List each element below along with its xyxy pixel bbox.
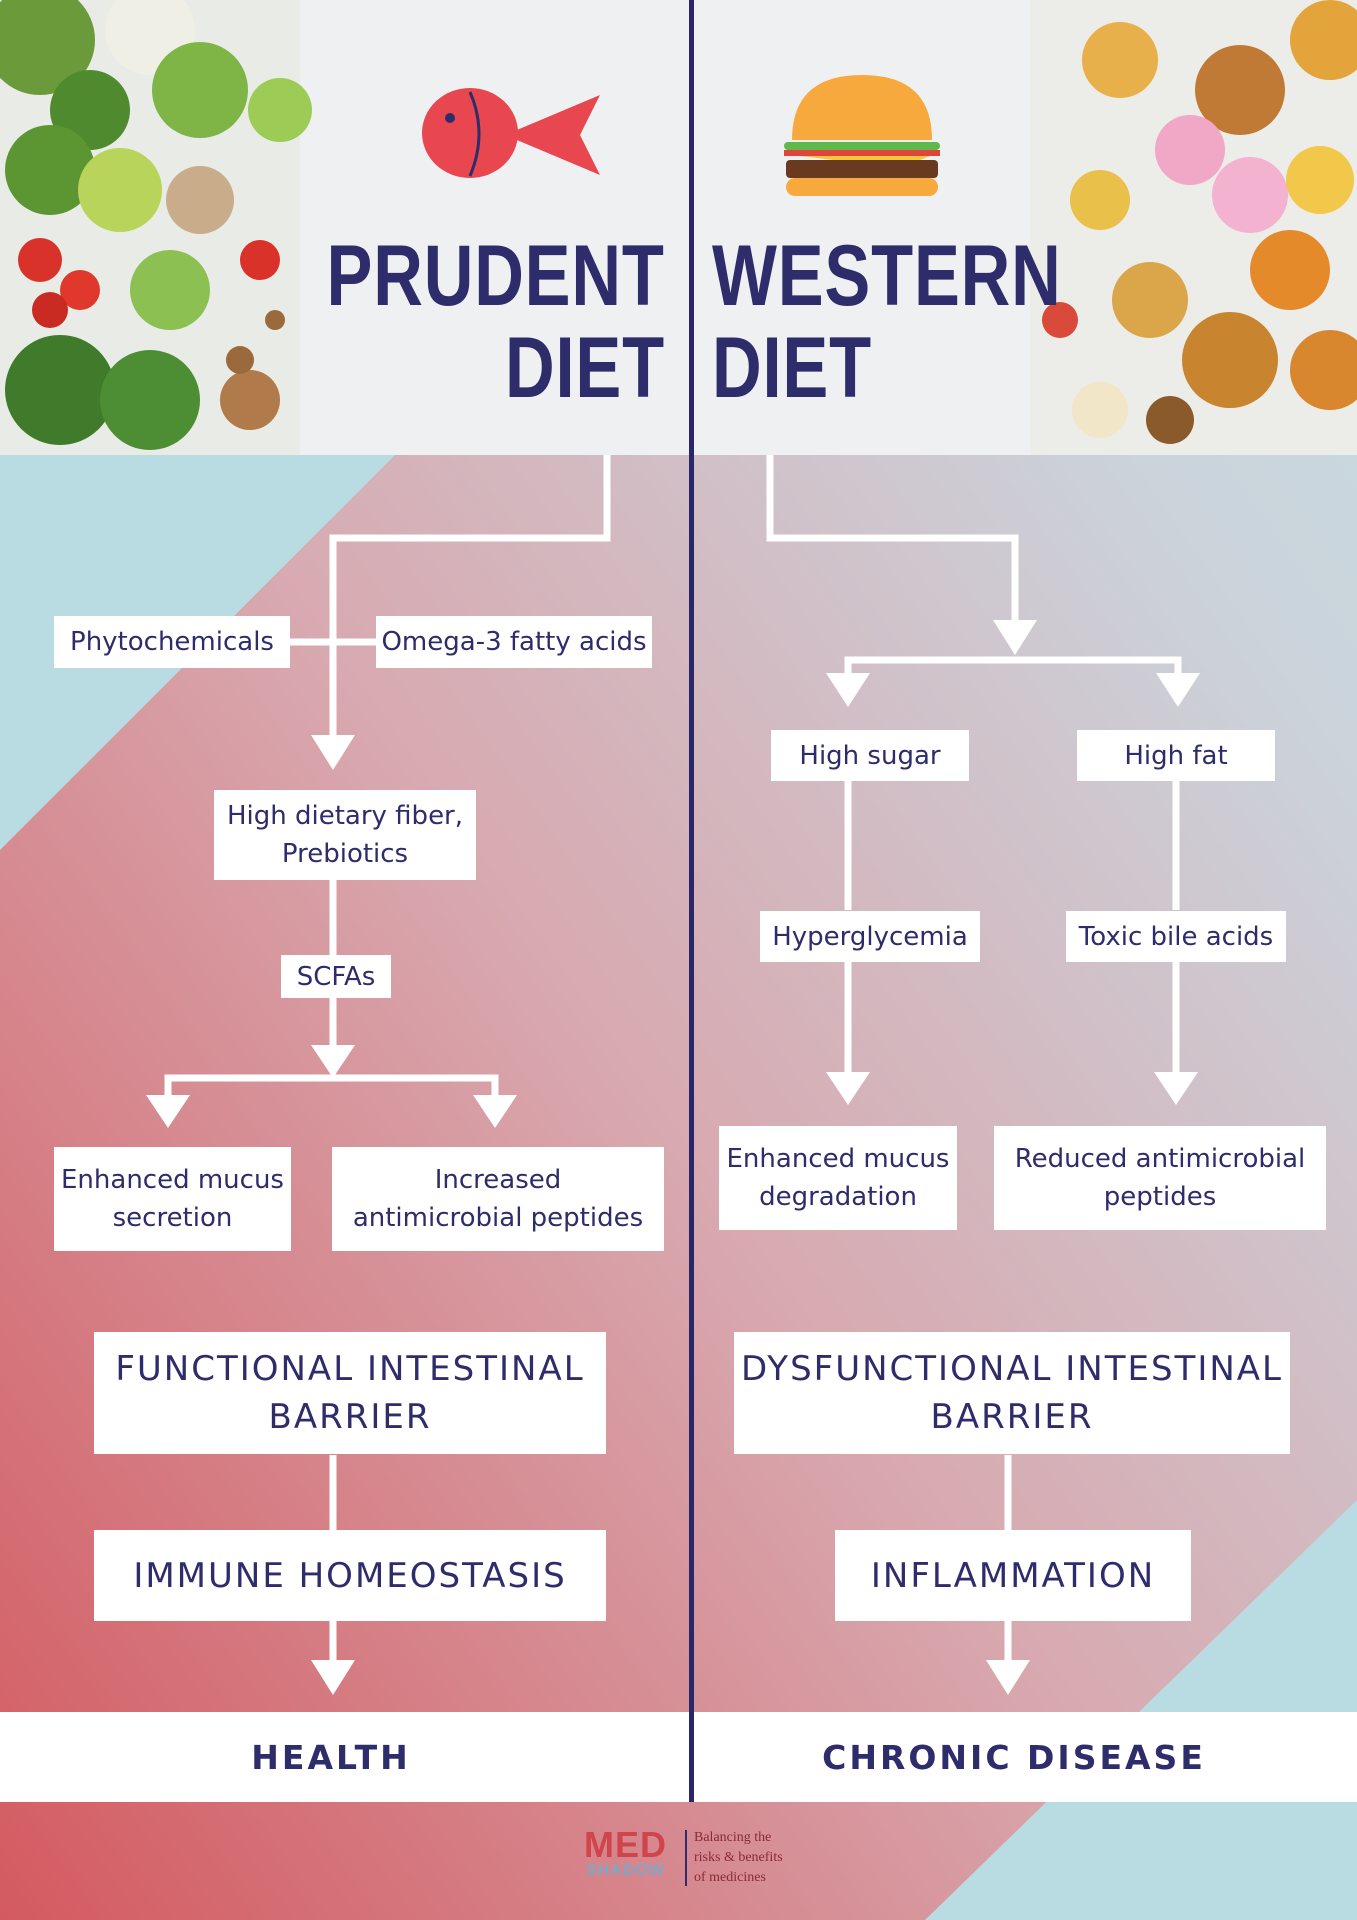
- outcome-band: [0, 1712, 1357, 1802]
- junk-food-image: [1030, 0, 1357, 455]
- hyperglycemia-label: Hyperglycemia: [772, 921, 968, 952]
- phytochemicals-box: Phytochemicals: [54, 616, 290, 668]
- outcome-chronic-disease: CHRONIC DISEASE: [822, 1737, 1206, 1777]
- high-sugar-label: High sugar: [799, 740, 941, 771]
- center-divider: [689, 0, 694, 1800]
- phytochemicals-label: Phytochemicals: [70, 627, 274, 657]
- mucus-secretion-box: Enhanced mucus secretion: [54, 1147, 291, 1251]
- mucus-degradation-line1: Enhanced mucus: [726, 1144, 950, 1174]
- functional-barrier-box: FUNCTIONAL INTESTINAL BARRIER: [94, 1332, 606, 1454]
- logo-separator: [685, 1830, 687, 1886]
- scfas-label: SCFAs: [296, 961, 376, 992]
- inflammation-label: INFLAMMATION: [870, 1555, 1156, 1596]
- logo-shadow: SHADOW: [586, 1862, 665, 1879]
- increased-peptides-box: Increased antimicrobial peptides: [332, 1147, 664, 1251]
- omega3-box: Omega-3 fatty acids: [376, 616, 652, 668]
- toxic-bile-acids-label: Toxic bile acids: [1078, 921, 1274, 952]
- header-art: [0, 0, 1357, 455]
- inflammation-box: INFLAMMATION: [835, 1530, 1191, 1621]
- increased-peptides-line2: antimicrobial peptides: [352, 1203, 644, 1233]
- outcome-divider: [689, 1712, 694, 1802]
- reduced-peptides-line2: peptides: [1103, 1182, 1217, 1212]
- mucus-secretion-line1: Enhanced mucus: [61, 1165, 284, 1195]
- logo-tagline-line1: Balancing the: [694, 1830, 772, 1845]
- medshadow-logo: MED SHADOW Balancing the risks & benefit…: [584, 1826, 804, 1890]
- logo-tagline: Balancing the risks & benefits of medici…: [694, 1828, 783, 1888]
- scfas-box: SCFAs: [281, 955, 391, 998]
- fiber-box: High dietary fiber, Prebiotics: [214, 790, 476, 880]
- dysfunctional-barrier-line2: BARRIER: [930, 1397, 1094, 1437]
- mucus-secretion-line2: secretion: [112, 1203, 233, 1233]
- functional-barrier-line2: BARRIER: [268, 1397, 432, 1437]
- logo-tagline-line2: risks & benefits: [694, 1850, 783, 1865]
- immune-homeostasis-box: IMMUNE HOMEOSTASIS: [94, 1530, 606, 1621]
- functional-barrier-line1: FUNCTIONAL INTESTINAL: [115, 1349, 585, 1389]
- arrowheads: [146, 620, 1200, 1695]
- fiber-label-line2: Prebiotics: [281, 839, 409, 869]
- increased-peptides-line1: Increased: [434, 1165, 562, 1195]
- high-sugar-box: High sugar: [771, 730, 969, 781]
- high-fat-box: High fat: [1077, 730, 1275, 781]
- header: PRUDENT DIET WESTERN DIET: [0, 0, 1357, 455]
- burger-icon: [784, 75, 940, 196]
- high-fat-label: High fat: [1124, 740, 1228, 771]
- dysfunctional-barrier-box: DYSFUNCTIONAL INTESTINAL BARRIER: [734, 1332, 1290, 1454]
- toxic-bile-acids-box: Toxic bile acids: [1066, 911, 1286, 962]
- immune-homeostasis-label: IMMUNE HOMEOSTASIS: [133, 1555, 567, 1596]
- outcome-health: HEALTH: [251, 1737, 411, 1777]
- fiber-label-line1: High dietary fiber,: [226, 801, 464, 831]
- reduced-peptides-box: Reduced antimicrobial peptides: [994, 1126, 1326, 1230]
- mucus-degradation-box: Enhanced mucus degradation: [719, 1126, 957, 1230]
- mucus-degradation-line2: degradation: [759, 1182, 917, 1212]
- fish-icon: [422, 88, 600, 178]
- logo-tagline-line3: of medicines: [694, 1870, 766, 1885]
- title-prudent: PRUDENT: [326, 228, 665, 324]
- logo-med: MED: [584, 1824, 667, 1865]
- vegetables-image: [0, 0, 312, 455]
- title-prudent-diet: DIET: [505, 320, 665, 416]
- dysfunctional-barrier-line1: DYSFUNCTIONAL INTESTINAL: [740, 1349, 1283, 1389]
- title-western-diet: DIET: [712, 320, 872, 416]
- title-western: WESTERN: [712, 228, 1062, 324]
- teal-corner-bottom-right: [925, 1500, 1357, 1920]
- hyperglycemia-box: Hyperglycemia: [760, 911, 980, 962]
- omega3-label: Omega-3 fatty acids: [381, 627, 647, 657]
- reduced-peptides-line1: Reduced antimicrobial: [1014, 1144, 1306, 1174]
